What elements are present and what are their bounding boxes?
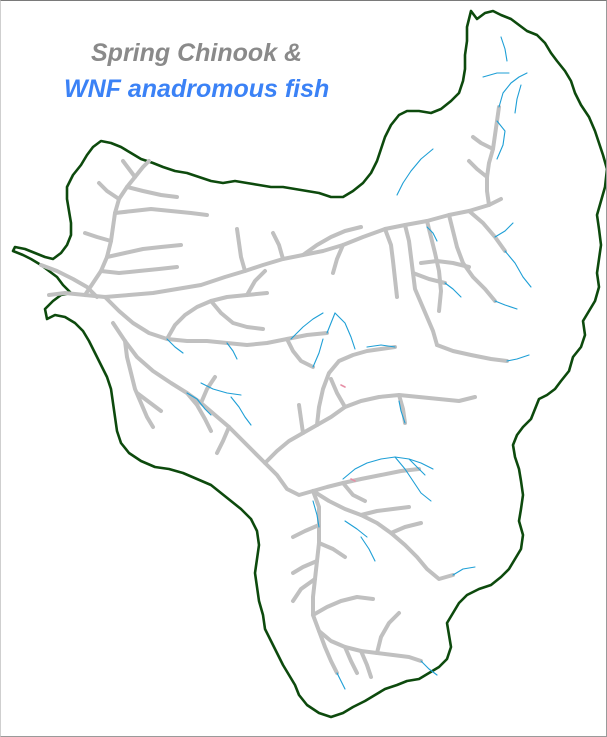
east-branch-b (435, 343, 509, 363)
blue-mid-4 (290, 312, 324, 340)
central-south (263, 393, 477, 465)
blue-north-6 (396, 148, 434, 196)
south-main-d (199, 375, 217, 405)
mid-north-branch-3 (301, 225, 363, 257)
blue-north-8 (494, 222, 514, 238)
south-stem-g (375, 611, 401, 655)
south-stem (311, 489, 423, 663)
mid-north-branch-2 (271, 231, 285, 261)
east-branch-c (447, 213, 497, 303)
upper-north-a (467, 159, 489, 179)
blue-south-6 (344, 520, 368, 538)
middle-trib-d (245, 269, 267, 297)
blue-mid-3 (334, 312, 356, 350)
blue-south-2 (394, 456, 432, 502)
legend-wnf-anadromous: WNF anadromous fish (64, 75, 330, 103)
north-branch-a (113, 207, 209, 217)
east-branch-g (467, 209, 507, 253)
southeast (311, 489, 455, 581)
watershed-boundary (11, 9, 606, 719)
legend-spring-chinook: Spring Chinook & (91, 39, 303, 67)
east-branch-e (383, 227, 399, 299)
upper-north-b (471, 135, 495, 151)
south-main-a (123, 339, 155, 429)
south-stem-a (291, 523, 321, 539)
blue-mid-1 (326, 312, 336, 334)
south-stem-i (317, 541, 347, 559)
blue-south-3 (408, 458, 426, 476)
south-main (111, 321, 421, 497)
blue-south-5 (312, 500, 320, 528)
central-south-d (297, 403, 305, 435)
central-south-b (329, 377, 347, 409)
blue-south-8 (420, 660, 438, 676)
blue-north-5 (514, 84, 522, 114)
south-stem-c (291, 577, 317, 603)
blue-mid-6 (166, 338, 184, 354)
north-branch-f (99, 265, 179, 275)
east-branch (403, 223, 439, 347)
east-branch-f (419, 259, 471, 269)
blue-north-3 (482, 72, 510, 78)
south-stem-d (311, 595, 375, 617)
pink-accents (340, 384, 356, 482)
blue-mid-5 (226, 342, 238, 360)
blue-south-9 (336, 672, 346, 690)
blue-north-1 (498, 72, 528, 108)
mid-north-branch (235, 227, 247, 273)
blue-mid-7 (200, 382, 242, 396)
spring-chinook-streams (39, 105, 509, 679)
blue-mid-11 (398, 400, 406, 424)
anadromous-fish-streams (166, 36, 532, 690)
upper-north (485, 105, 501, 207)
middle-trib-a (165, 291, 269, 341)
blue-east-2 (444, 282, 462, 298)
south-stem-e (317, 629, 339, 675)
pink-mark-1 (340, 384, 346, 388)
southeast-b (389, 521, 423, 535)
blue-mid-10 (366, 344, 396, 348)
central-south-c (397, 393, 407, 425)
blue-south-1 (342, 456, 434, 480)
blue-east-3 (506, 354, 530, 362)
south-main-c (185, 391, 213, 433)
blue-mid-9 (186, 392, 212, 416)
blue-mid-8 (230, 396, 252, 426)
middle-trib-c (285, 337, 315, 369)
blue-mid-2 (312, 338, 324, 368)
southeast-a (359, 505, 411, 517)
north-branch-c (125, 185, 179, 199)
central-south-a (315, 345, 397, 427)
blue-north-4 (496, 120, 506, 160)
blue-east-1 (426, 226, 438, 242)
north-branch-e (83, 231, 113, 243)
north-branch-d (105, 243, 183, 259)
pink-mark-2 (350, 478, 356, 482)
mid-north-branch-4 (331, 243, 345, 275)
north-branch (83, 159, 151, 297)
blue-north-7 (504, 250, 532, 288)
south-stem-h (359, 649, 373, 679)
southeast-c (341, 481, 367, 503)
blue-north-2 (500, 36, 508, 62)
south-main-b (135, 391, 163, 413)
north-branch-g (121, 159, 137, 179)
blue-south-7 (360, 536, 376, 562)
north-branch-b (97, 181, 121, 201)
west-arm (39, 263, 99, 299)
blue-south-4 (452, 566, 476, 576)
south-main-e (215, 425, 231, 455)
middle-trib-b (209, 299, 265, 331)
south-stem-b (291, 559, 319, 575)
south-stem-f (343, 645, 359, 675)
blue-north-9 (494, 300, 518, 310)
